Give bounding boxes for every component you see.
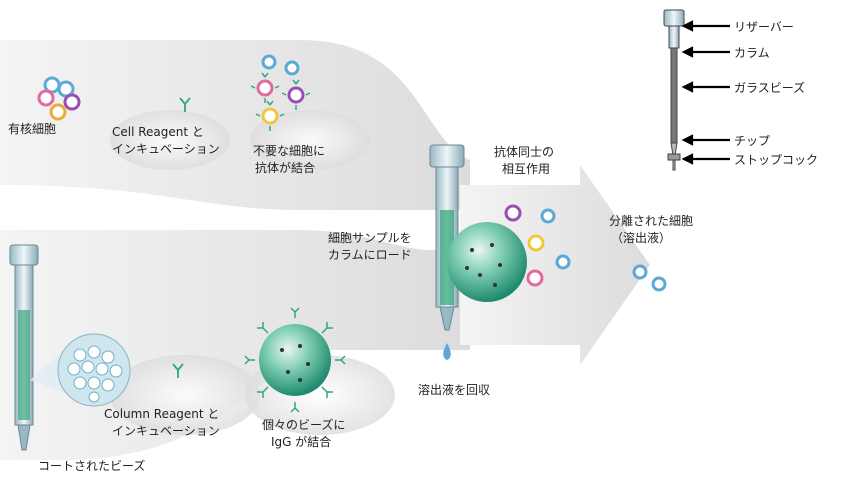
label-beads-igg-2: IgG が結合 <box>271 435 332 449</box>
bound-unwanted-cells <box>504 204 571 287</box>
label-column-reagent-2: インキュベーション <box>112 424 220 438</box>
legend-reservoir: リザーバー <box>734 20 794 34</box>
label-load-sample-2: カラムにロード <box>328 248 412 262</box>
label-load-sample-1: 細胞サンプルを <box>328 231 412 245</box>
label-antibody-interaction-2: 相互作用 <box>502 162 551 176</box>
legend-stopcock: ストップコック <box>734 153 819 167</box>
label-coated-beads: コートされたビーズ <box>38 459 146 473</box>
separated-cells <box>632 264 667 292</box>
center-bead <box>447 222 527 302</box>
column-antibody-icon <box>172 363 184 378</box>
label-nucleated-cells: 有核細胞 <box>8 122 57 136</box>
label-column-reagent-1: Column Reagent と <box>104 407 220 421</box>
magnified-beads <box>30 333 131 407</box>
legend-tip: チップ <box>734 134 771 148</box>
label-separated-cells-2: （溶出液） <box>611 231 672 245</box>
igg-coated-bead <box>244 307 346 413</box>
label-antibody-interaction-1: 抗体同士の <box>494 145 555 159</box>
label-unwanted-cells-1: 不要な細胞に <box>253 144 326 158</box>
antibody-icon <box>179 97 191 112</box>
legend-column: カラム <box>734 46 770 60</box>
coated-column <box>9 244 39 451</box>
label-beads-igg-1: 個々のビーズに <box>262 418 346 432</box>
label-collect-eluate: 溶出液を回収 <box>418 383 491 397</box>
label-cell-reagent-1: Cell Reagent と <box>112 125 204 139</box>
legend-glass-beads: ガラスビーズ <box>734 81 806 95</box>
label-unwanted-cells-2: 抗体が結合 <box>255 161 316 175</box>
labeled-unwanted-cells <box>250 54 311 131</box>
label-separated-cells-1: 分離された細胞 <box>609 214 694 228</box>
label-cell-reagent-2: インキュベーション <box>112 142 220 156</box>
nucleated-cells-cluster <box>37 76 81 121</box>
upper-flow-arrow <box>0 40 470 210</box>
column-legend-diagram <box>663 9 730 171</box>
